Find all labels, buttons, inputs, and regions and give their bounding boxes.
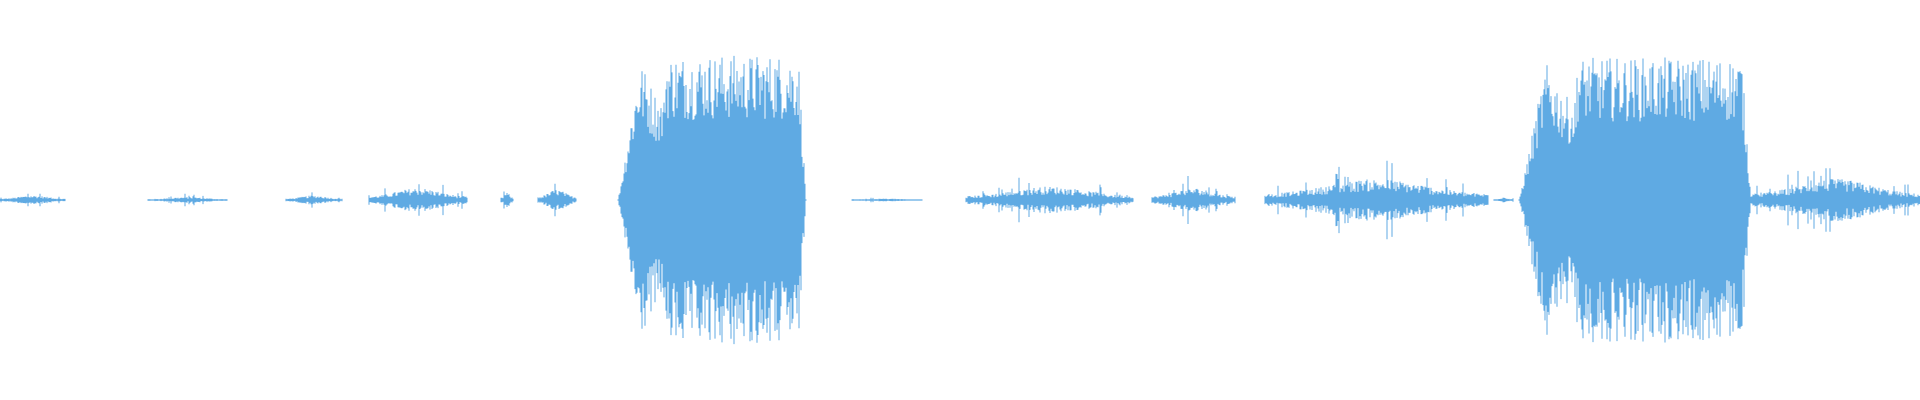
waveform-segment-10 [1264,160,1489,240]
waveform-segment-3 [368,184,468,216]
waveform-segment-9 [1151,176,1236,224]
waveform-segment-0 [0,193,66,207]
waveform-segment-7 [851,197,923,203]
waveform-segment-6 [617,55,807,345]
waveform-segment-11 [1493,197,1514,203]
waveform-segment-4 [500,191,514,209]
waveform-segment-8 [965,177,1134,223]
waveform-segment-1 [147,193,228,207]
waveform-segment-2 [285,192,343,208]
waveform-segment-12 [1518,57,1752,343]
waveform-segment-13 [1750,168,1920,232]
waveform-segment-5 [537,183,577,217]
